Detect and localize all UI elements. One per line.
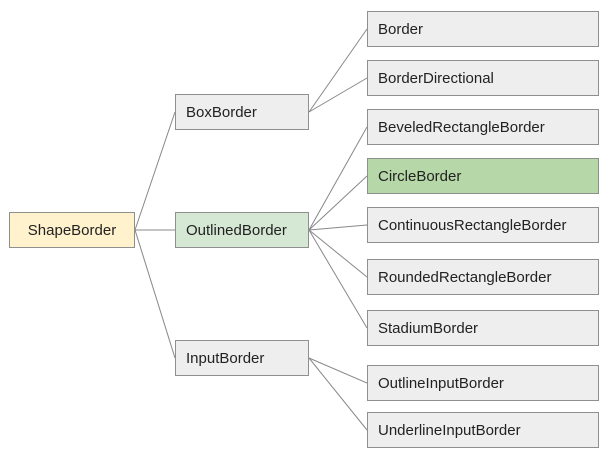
- node-outline-input-border: OutlineInputBorder: [367, 365, 599, 401]
- edge-outlined-border-to-beveled-rectangle-border: [308, 126, 368, 231]
- node-stadium-border: StadiumBorder: [367, 310, 599, 346]
- edge-outlined-border-to-circle-border: [308, 175, 368, 231]
- node-beveled-rectangle-border: BeveledRectangleBorder: [367, 109, 599, 145]
- node-rounded-rectangle-border: RoundedRectangleBorder: [367, 259, 599, 295]
- edge-box-border-to-border: [308, 28, 368, 113]
- edge-outlined-border-to-stadium-border: [308, 229, 368, 329]
- node-input-border: InputBorder: [175, 340, 309, 376]
- node-underline-input-border: UnderlineInputBorder: [367, 412, 599, 448]
- edge-outlined-border-to-continuous-rectangle-border: [308, 224, 368, 231]
- node-outlined-border: OutlinedBorder: [175, 212, 309, 248]
- node-shape-border: ShapeBorder: [9, 212, 135, 248]
- edge-shape-border-to-input-border: [134, 229, 176, 359]
- edge-input-border-to-underline-input-border: [308, 357, 368, 431]
- node-box-border: BoxBorder: [175, 94, 309, 130]
- node-circle-border: CircleBorder: [367, 158, 599, 194]
- edge-input-border-to-outline-input-border: [308, 357, 368, 384]
- edge-box-border-to-border-directional: [308, 77, 368, 113]
- node-border: Border: [367, 11, 599, 47]
- edge-outlined-border-to-rounded-rectangle-border: [308, 229, 368, 278]
- node-border-directional: BorderDirectional: [367, 60, 599, 96]
- edge-shape-border-to-box-border: [134, 111, 176, 231]
- node-continuous-rectangle-border: ContinuousRectangleBorder: [367, 207, 599, 243]
